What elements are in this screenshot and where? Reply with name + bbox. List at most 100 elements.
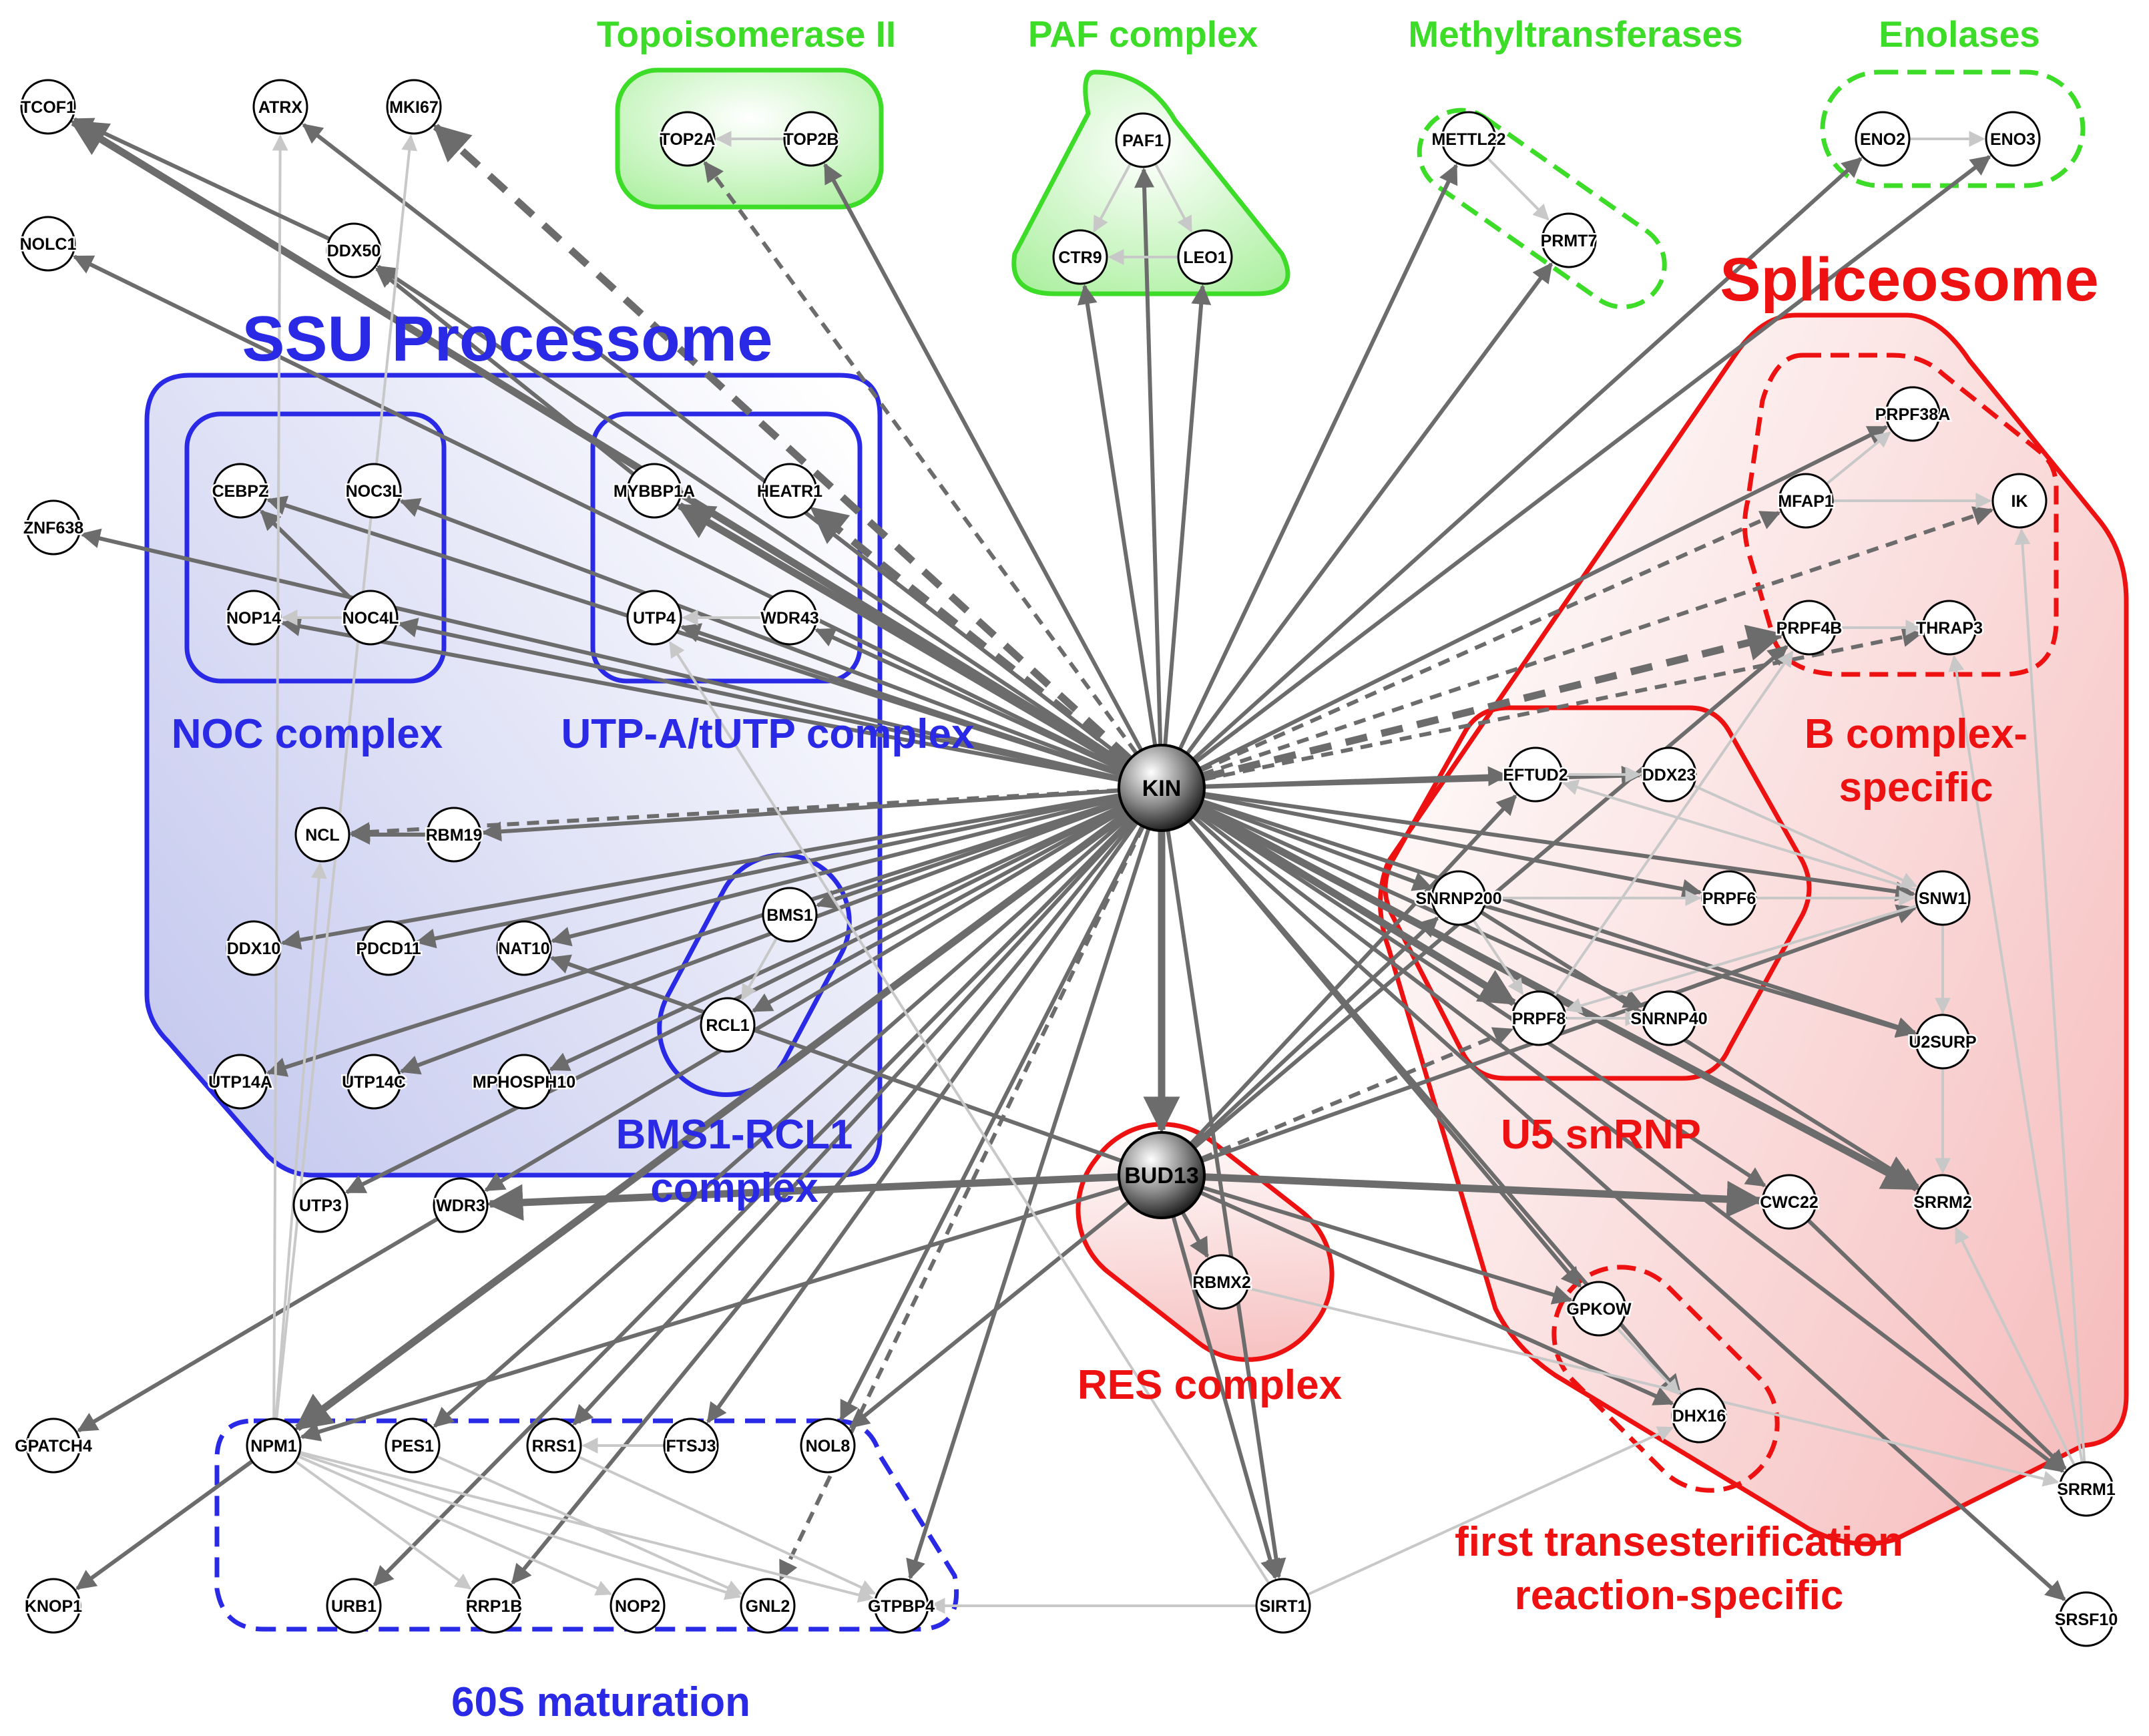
node-top2a[interactable]: TOP2A (658, 111, 717, 167)
node-utp3[interactable]: UTP3 (292, 1177, 348, 1233)
node-kin[interactable]: KIN (1118, 744, 1206, 832)
edge-kin-srsf10 (1192, 815, 2066, 1601)
edge-kin-eno3 (1194, 155, 1991, 764)
node-mki67[interactable]: MKI67 (386, 79, 442, 135)
bms1-rcl1-label-line2: complex (650, 1165, 818, 1211)
node-ik[interactable]: IK (1991, 473, 2048, 529)
node-pes1[interactable]: PES1 (385, 1418, 441, 1474)
node-gpatch4[interactable]: GPATCH4 (13, 1418, 93, 1474)
edge-bud13-npm1 (300, 1185, 1122, 1442)
node-bms1[interactable]: BMS1 (762, 887, 818, 943)
node-snw1[interactable]: SNW1 (1915, 870, 1971, 926)
node-paf1[interactable]: PAF1 (1115, 112, 1171, 168)
node-ddx23[interactable]: DDX23 (1640, 746, 1698, 803)
node-ncl[interactable]: NCL (294, 807, 350, 863)
node-dhx16[interactable]: DHX16 (1670, 1387, 1728, 1444)
edge-srrm1-thrap3 (1948, 655, 2084, 1463)
node-snrnp200[interactable]: SNRNP200 (1414, 870, 1503, 926)
node-mphosph10[interactable]: MPHOSPH10 (471, 1054, 577, 1110)
node-noc4l[interactable]: NOC4L (340, 590, 401, 646)
node-circle (1915, 1174, 1971, 1230)
node-srrm2[interactable]: SRRM2 (1912, 1174, 1973, 1230)
node-u2surp[interactable]: U2SURP (1907, 1014, 1978, 1070)
node-rrs1[interactable]: RRS1 (526, 1418, 582, 1474)
node-label: SRRM1 (2057, 1480, 2116, 1499)
node-rbm19[interactable]: RBM19 (424, 807, 484, 863)
edge-kin-leo1 (1163, 284, 1212, 746)
node-znf638[interactable]: ZNF638 (21, 499, 85, 556)
node-knop1[interactable]: KNOP1 (23, 1578, 84, 1634)
edge-bud13-eftud2 (1189, 794, 1517, 1146)
node-sirt1[interactable]: SIRT1 (1255, 1578, 1311, 1634)
node-mybbp1a[interactable]: MYBBP1A (612, 463, 697, 519)
edge-gpkow-dhx16 (1616, 1327, 1680, 1395)
node-nolc1[interactable]: NOLC1 (18, 216, 78, 272)
edge-bud13-prpf8 (1200, 1027, 1514, 1161)
node-circle (1915, 1014, 1971, 1070)
node-srrm1[interactable]: SRRM1 (2056, 1461, 2117, 1517)
node-urb1[interactable]: URB1 (326, 1578, 382, 1634)
node-gtpbp4[interactable]: GTPBP4 (866, 1578, 937, 1634)
node-nol8[interactable]: NOL8 (800, 1418, 856, 1474)
edge-kin-ddx50 (377, 264, 1128, 767)
node-mettl22[interactable]: METTL22 (1430, 111, 1507, 167)
node-pdcd11[interactable]: PDCD11 (354, 920, 423, 976)
node-nat10[interactable]: NAT10 (496, 920, 552, 976)
node-ddx10[interactable]: DDX10 (225, 920, 282, 976)
edge-kin-pdcd11 (415, 795, 1120, 949)
60s-maturation-label: 60S maturation (451, 1679, 750, 1725)
node-eno2[interactable]: ENO2 (1855, 111, 1911, 167)
node-tcof1[interactable]: TCOF1 (19, 79, 77, 135)
node-heatr1[interactable]: HEATR1 (755, 463, 824, 519)
node-circle (762, 887, 818, 943)
node-ftsj3[interactable]: FTSJ3 (663, 1418, 719, 1474)
node-label: RBM19 (426, 826, 483, 845)
node-rcl1[interactable]: RCL1 (700, 997, 756, 1053)
edge-pes1-gnl2 (436, 1455, 743, 1595)
node-leo1[interactable]: LEO1 (1177, 229, 1233, 285)
node-atrx[interactable]: ATRX (252, 79, 308, 135)
node-circle (20, 216, 76, 272)
node-snrnp40[interactable]: SNRNP40 (1629, 990, 1709, 1046)
node-label: NCL (305, 826, 339, 845)
node-eno3[interactable]: ENO3 (1985, 111, 2041, 167)
node-top2b[interactable]: TOP2B (782, 111, 841, 167)
node-wdr3[interactable]: WDR3 (433, 1177, 489, 1233)
node-prpf38a[interactable]: PRPF38A (1873, 386, 1952, 442)
node-mfap1[interactable]: MFAP1 (1776, 473, 1835, 529)
node-ctr9[interactable]: CTR9 (1052, 229, 1108, 285)
node-cebpz[interactable]: CEBPZ (210, 463, 270, 519)
edge-kin-npm1 (294, 810, 1130, 1432)
bms1-rcl1-region (657, 853, 852, 1097)
node-ddx50[interactable]: DDX50 (325, 222, 383, 278)
node-thrap3[interactable]: THRAP3 (1914, 600, 1985, 656)
node-rbmx2[interactable]: RBMX2 (1191, 1254, 1252, 1310)
edge-kin-rrs1 (572, 817, 1134, 1426)
node-nop14[interactable]: NOP14 (225, 590, 283, 646)
node-circle (292, 1177, 348, 1233)
node-rrp1b[interactable]: RRP1B (464, 1578, 524, 1634)
node-prpf6[interactable]: PRPF6 (1700, 870, 1758, 926)
node-gpkow[interactable]: GPKOW (1565, 1281, 1634, 1337)
node-utp4[interactable]: UTP4 (626, 590, 682, 646)
node-utp14a[interactable]: UTP14A (207, 1054, 274, 1110)
node-gnl2[interactable]: GNL2 (740, 1578, 796, 1634)
node-prpf8[interactable]: PRPF8 (1510, 990, 1568, 1046)
edge-kin-prpf4b (1202, 624, 1784, 781)
node-eftud2[interactable]: EFTUD2 (1501, 746, 1570, 803)
node-noc3l[interactable]: NOC3L (344, 463, 404, 519)
node-prpf4b[interactable]: PRPF4B (1774, 600, 1844, 656)
node-npm1[interactable]: NPM1 (246, 1418, 302, 1474)
node-bud13[interactable]: BUD13 (1118, 1131, 1206, 1219)
edge-bud13-cwc22 (1204, 1173, 1764, 1218)
edge-paf1-ctr9 (1093, 163, 1132, 233)
node-srsf10[interactable]: SRSF10 (2053, 1591, 2120, 1647)
node-nop2[interactable]: NOP2 (610, 1578, 666, 1634)
edge-kin-mphosph10 (549, 804, 1124, 1072)
node-prmt7[interactable]: PRMT7 (1539, 212, 1599, 268)
node-wdr43[interactable]: WDR43 (759, 590, 820, 646)
node-utp14c[interactable]: UTP14C (340, 1054, 407, 1110)
node-cwc22[interactable]: CWC22 (1758, 1174, 1820, 1230)
edge-kin-utp14a (266, 799, 1122, 1077)
